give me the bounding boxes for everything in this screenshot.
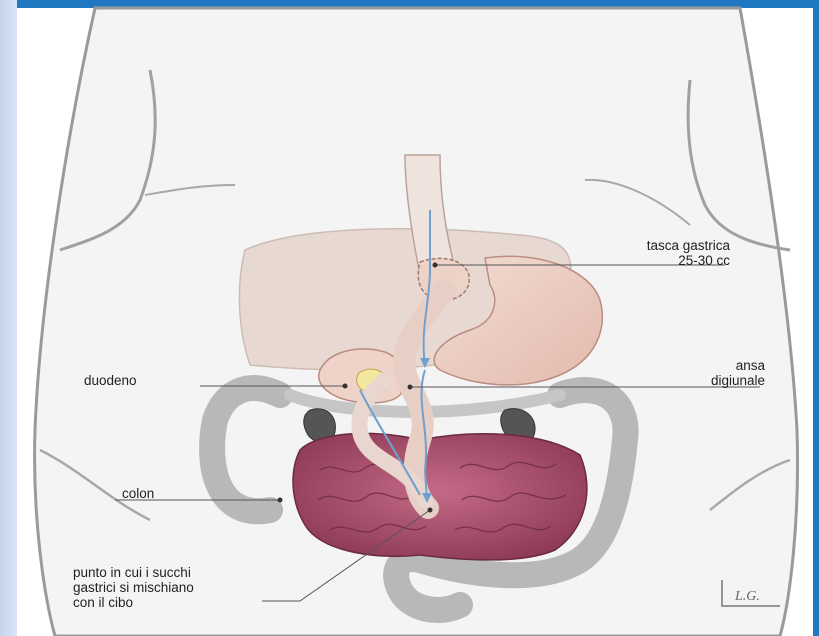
label-tasca-gastrica: tasca gastrica 25-30 cc — [580, 238, 730, 268]
label-punto-mischiano: punto in cui i succhi gastrici si mischi… — [73, 565, 194, 610]
signature: L.G. — [734, 589, 760, 604]
label-punto-line2: gastrici si mischiano — [73, 580, 194, 595]
small-intestine — [293, 433, 587, 560]
label-ansa-digiunale: ansa digiunale — [640, 358, 765, 388]
label-ansa-line1: ansa — [640, 358, 765, 373]
label-punto-line1: punto in cui i succhi — [73, 565, 194, 580]
label-tasca-line2: 25-30 cc — [580, 253, 730, 268]
label-punto-line3: con il cibo — [73, 595, 194, 610]
label-colon: colon — [122, 486, 154, 501]
label-duodeno: duodeno — [84, 373, 137, 388]
label-ansa-line2: digiunale — [640, 373, 765, 388]
label-tasca-line1: tasca gastrica — [580, 238, 730, 253]
